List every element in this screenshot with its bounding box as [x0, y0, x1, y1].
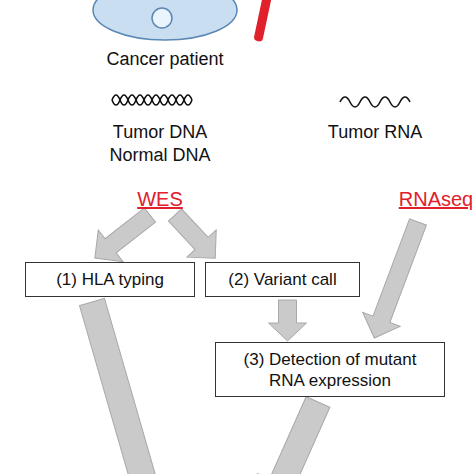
process-box: (1) HLA typing — [25, 262, 195, 297]
box-label: (2) Variant call — [228, 269, 336, 290]
box-text-group: (2) Variant call — [228, 269, 336, 290]
flow-arrow — [269, 300, 307, 341]
block-arrow — [356, 215, 437, 345]
cell-body — [93, 0, 237, 40]
process-box: (2) Variant call — [205, 262, 360, 297]
block-arrow — [67, 295, 181, 474]
box-text-group: (1) HLA typing — [56, 269, 164, 290]
text-label: Tumor DNA — [95, 121, 225, 143]
dna-strand — [112, 95, 192, 105]
blood-tube — [253, 0, 273, 42]
box-label: (3) Detection of mutant RNA expression — [224, 349, 436, 391]
method-label: WES — [125, 188, 195, 210]
box-text-group: (3) Detection of mutant RNA expression — [224, 349, 436, 391]
dna-strand — [112, 95, 192, 105]
rna-strand — [340, 97, 410, 107]
cell-nucleus — [152, 8, 172, 28]
block-arrow — [245, 391, 341, 474]
method-label: RNAseq — [398, 188, 474, 210]
box-label: (1) HLA typing — [56, 269, 164, 290]
text-label: Normal DNA — [95, 144, 225, 166]
text-label: Cancer patient — [95, 48, 235, 70]
process-box: (3) Detection of mutant RNA expression — [215, 342, 445, 397]
text-label: Tumor RNA — [315, 121, 435, 143]
